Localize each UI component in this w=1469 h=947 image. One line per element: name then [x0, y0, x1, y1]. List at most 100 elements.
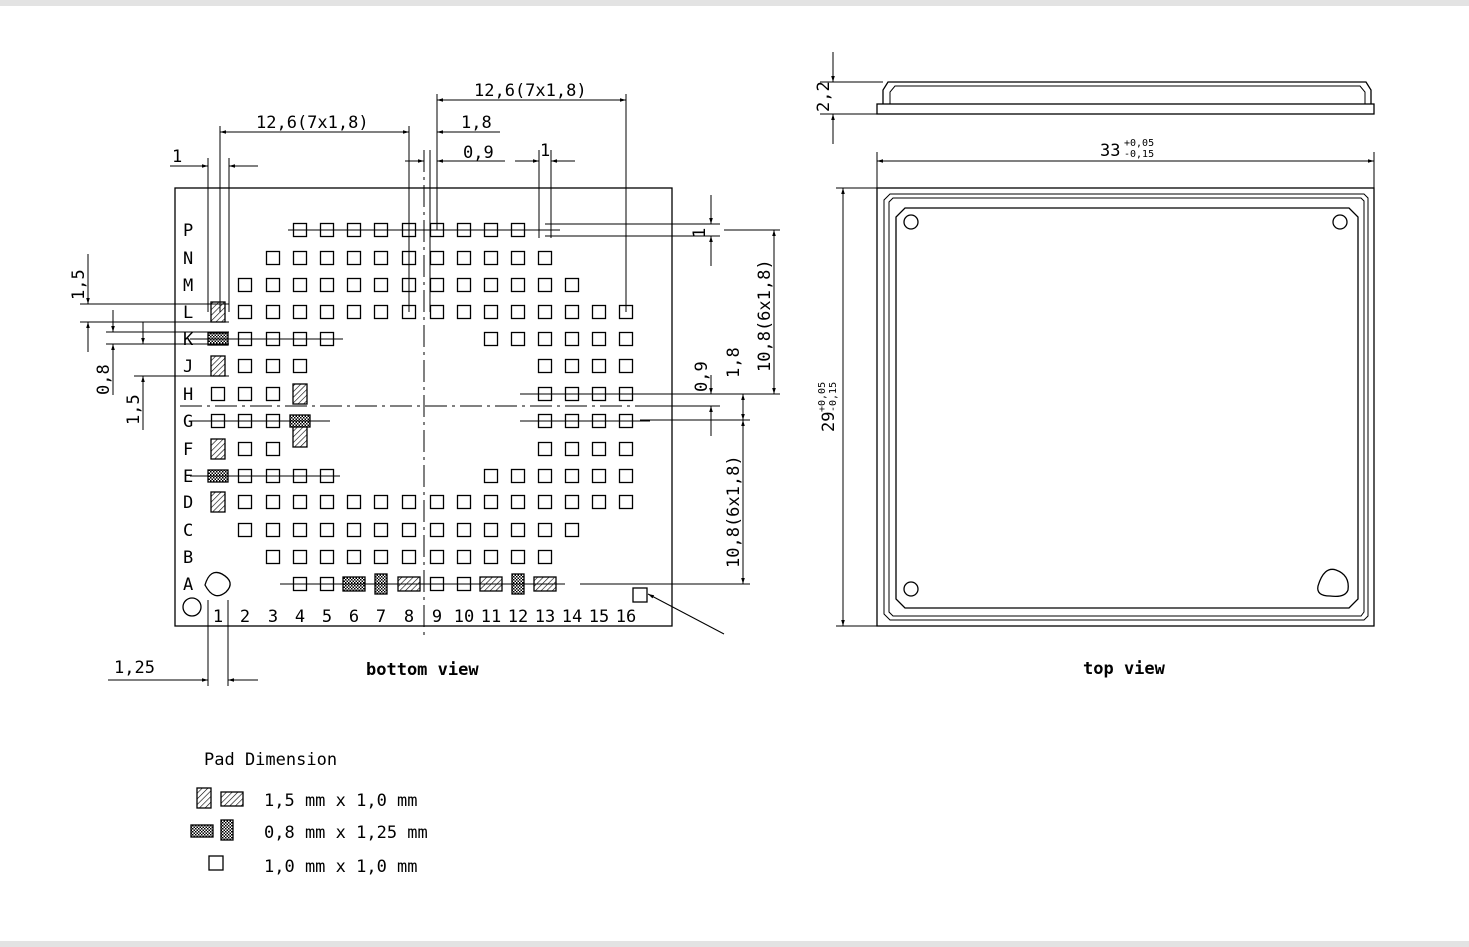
pad-D1-large — [211, 492, 225, 512]
pad-N13 — [539, 252, 552, 265]
row-label-E: E — [183, 467, 193, 487]
column-label-7: 7 — [376, 607, 386, 627]
top-view-outline — [877, 188, 1374, 626]
height-tol-plus-label: +0,05 — [817, 382, 828, 412]
pad-M12 — [512, 279, 525, 292]
pad-B13 — [539, 551, 552, 564]
pad-N6 — [348, 252, 361, 265]
pad-M6 — [348, 279, 361, 292]
side-profile: 2,2 — [814, 52, 1374, 144]
pad-B3 — [267, 551, 280, 564]
column-label-12: 12 — [508, 607, 528, 627]
pad-B11 — [485, 551, 498, 564]
pad-C11 — [485, 524, 498, 537]
pad-L3 — [267, 306, 280, 319]
height-base-label: 29 — [819, 412, 839, 432]
legend-label-1: 1,5 mm x 1,0 mm — [264, 791, 418, 811]
pad-F2 — [239, 443, 252, 456]
pad-B8 — [403, 551, 416, 564]
pad-K12 — [512, 333, 525, 346]
pad-D3 — [267, 496, 280, 509]
row-label-F: F — [183, 440, 193, 460]
pad-M3 — [267, 279, 280, 292]
width-tol-minus-label: -0,15 — [1124, 149, 1154, 160]
pad-N11 — [485, 252, 498, 265]
dim-pitch-top-label: 12,6(7x1,8) — [474, 81, 587, 101]
pad-D12 — [512, 496, 525, 509]
pad-D14 — [566, 496, 579, 509]
dim-1-25-bottom-label: 1,25 — [114, 658, 155, 678]
pin1-triangle-mark — [205, 572, 230, 595]
row-label-B: B — [183, 548, 193, 568]
pad-C10 — [458, 524, 471, 537]
column-label-13: 13 — [535, 607, 555, 627]
pad-L11 — [485, 306, 498, 319]
dim-pitch-right-lower-label: 10,8(6x1,8) — [724, 455, 744, 568]
pad-L6 — [348, 306, 361, 319]
pad-D11 — [485, 496, 498, 509]
pad-legend: Pad Dimension 1,5 mm x 1,0 mm 0,8 mm x 1… — [191, 750, 428, 877]
pad-J2 — [239, 360, 252, 373]
dim-0-9-right: 0,9 — [640, 361, 720, 436]
corner-hole-tl — [904, 215, 918, 229]
column-label-4: 4 — [295, 607, 305, 627]
column-label-11: 11 — [481, 607, 501, 627]
pad-H1 — [212, 388, 225, 401]
pad-J3 — [267, 360, 280, 373]
column-label-2: 2 — [240, 607, 250, 627]
top-view-lid-inner — [896, 208, 1358, 608]
pad-B10 — [458, 551, 471, 564]
pad-C14 — [566, 524, 579, 537]
pad-H2 — [239, 388, 252, 401]
pad-L9 — [431, 306, 444, 319]
top-view-lid-middle — [889, 198, 1364, 616]
legend-plain-swatch — [209, 856, 223, 870]
pad-H4-large — [293, 384, 307, 404]
legend-crosshatch-vertical-swatch — [221, 820, 233, 840]
pad-E14 — [566, 470, 579, 483]
pad-D10 — [458, 496, 471, 509]
pad-J15 — [593, 360, 606, 373]
pad-M11 — [485, 279, 498, 292]
pad-D7 — [375, 496, 388, 509]
row-label-J: J — [183, 357, 193, 377]
column-label-9: 9 — [432, 607, 442, 627]
pad-F3 — [267, 443, 280, 456]
pad-C12 — [512, 524, 525, 537]
dim-1-5-left-upper-label: 1,5 — [69, 269, 89, 300]
dim-1-5-left-upper: 1,5 — [69, 254, 229, 352]
pad-B6 — [348, 551, 361, 564]
row-label-A: A — [183, 575, 193, 595]
pad-B4 — [294, 551, 307, 564]
dim-1-top-right-label: 1 — [540, 141, 550, 161]
pad-F1-large — [211, 439, 225, 459]
pad-L4 — [294, 306, 307, 319]
pad-J1-large — [211, 356, 225, 376]
pad-C6 — [348, 524, 361, 537]
corner-hole-tr — [1333, 215, 1347, 229]
pad-M14 — [566, 279, 579, 292]
pad-L5 — [321, 306, 334, 319]
pad-J4 — [294, 360, 307, 373]
pad-D16 — [620, 496, 633, 509]
dim-1-8-right-label: 1,8 — [724, 347, 744, 378]
pin1-mark-top — [1318, 569, 1349, 596]
row-label-L: L — [183, 303, 193, 323]
dim-1-8-top: 1,8 — [400, 113, 500, 133]
dim-0-8-left: 0,8 — [80, 310, 229, 395]
pad-N3 — [267, 252, 280, 265]
pad-grid — [190, 224, 745, 595]
pad-J14 — [566, 360, 579, 373]
pad-L1-large — [211, 302, 225, 322]
pad-F13 — [539, 443, 552, 456]
bottom-view-caption: bottom view — [366, 660, 479, 680]
column-label-14: 14 — [562, 607, 582, 627]
index-mark — [633, 588, 647, 602]
pad-F15 — [593, 443, 606, 456]
column-label-8: 8 — [404, 607, 414, 627]
column-label-3: 3 — [268, 607, 278, 627]
pad-D4 — [294, 496, 307, 509]
pad-B12 — [512, 551, 525, 564]
